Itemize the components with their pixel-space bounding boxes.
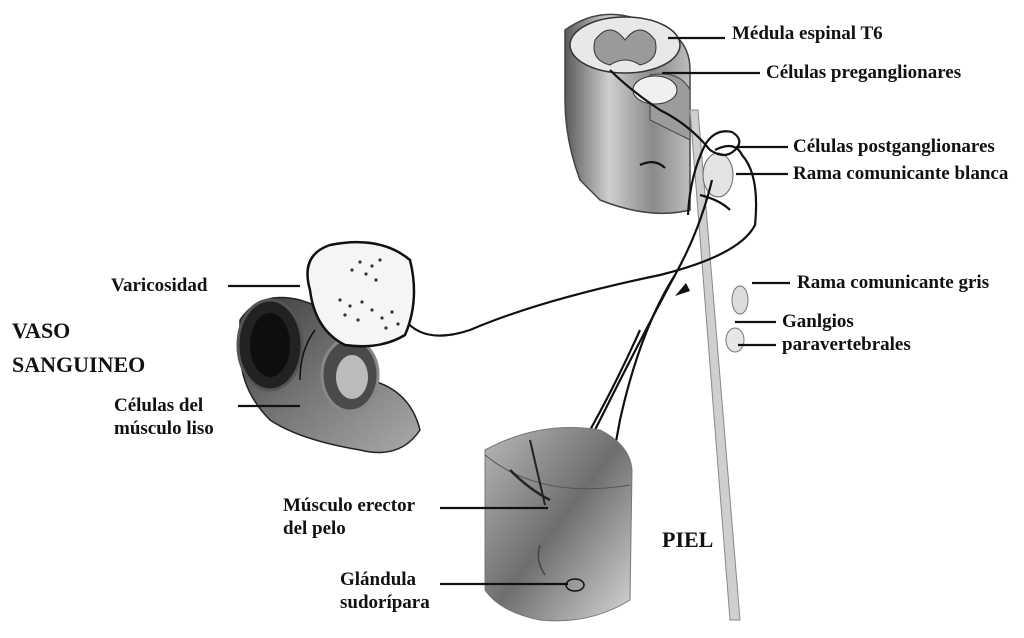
label-celulas-preganglionares: Células preganglionares — [766, 61, 961, 84]
label-varicosidad: Varicosidad — [111, 274, 207, 297]
label-glandula-line-2: sudorípara — [340, 591, 430, 614]
label-piel: PIEL — [662, 523, 713, 557]
spinal-cord-t6 — [565, 14, 690, 213]
label-rama-comunicante-gris: Rama comunicante gris — [797, 271, 989, 294]
label-vaso-line-1: VASO — [12, 314, 145, 348]
label-glandula-line-1: Glándula — [340, 568, 430, 591]
label-medula-espinal: Médula espinal T6 — [732, 22, 883, 45]
label-ganglios-paravertebrales: Ganlgios paravertebrales — [782, 310, 911, 356]
skin-block — [485, 428, 632, 621]
label-ganglios-line-2: paravertebrales — [782, 333, 911, 356]
blood-vessel — [238, 242, 420, 452]
label-musculo-liso-line-1: Células del — [114, 394, 214, 417]
label-erector-line-1: Músculo erector — [283, 494, 415, 517]
label-celulas-musculo-liso: Células del músculo liso — [114, 394, 214, 440]
label-glandula-sudoripara: Glándula sudorípara — [340, 568, 430, 614]
label-ganglios-line-1: Ganlgios — [782, 310, 911, 333]
label-erector-line-2: del pelo — [283, 517, 415, 540]
label-musculo-liso-line-2: músculo liso — [114, 417, 214, 440]
label-rama-comunicante-blanca: Rama comunicante blanca — [793, 162, 1008, 185]
label-vaso-line-2: SANGUINEO — [12, 348, 145, 382]
label-celulas-postganglionares: Células postganglionares — [793, 135, 995, 158]
label-musculo-erector: Músculo erector del pelo — [283, 494, 415, 540]
direction-arrow-icon — [675, 283, 690, 296]
label-vaso-sanguineo: VASO SANGUINEO — [12, 314, 145, 382]
